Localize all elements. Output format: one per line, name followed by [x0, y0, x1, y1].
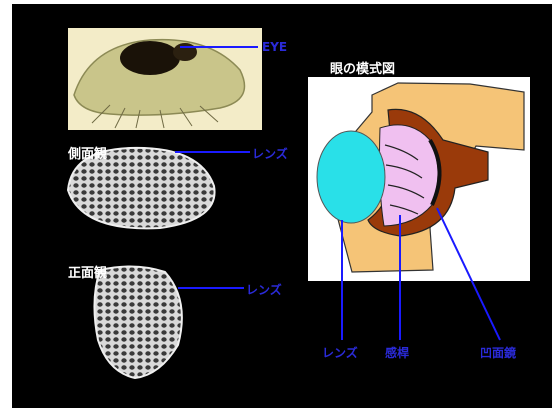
lens-front-label: レンズ [246, 281, 282, 298]
diagram-rhabdom-label: 感桿 [385, 344, 409, 361]
diagram-lens-label: レンズ [322, 344, 358, 361]
lens-side-label: レンズ [252, 145, 288, 162]
diagram-mirror-label: 凹面鏡 [480, 344, 516, 361]
eye-label: EYE [262, 40, 287, 54]
